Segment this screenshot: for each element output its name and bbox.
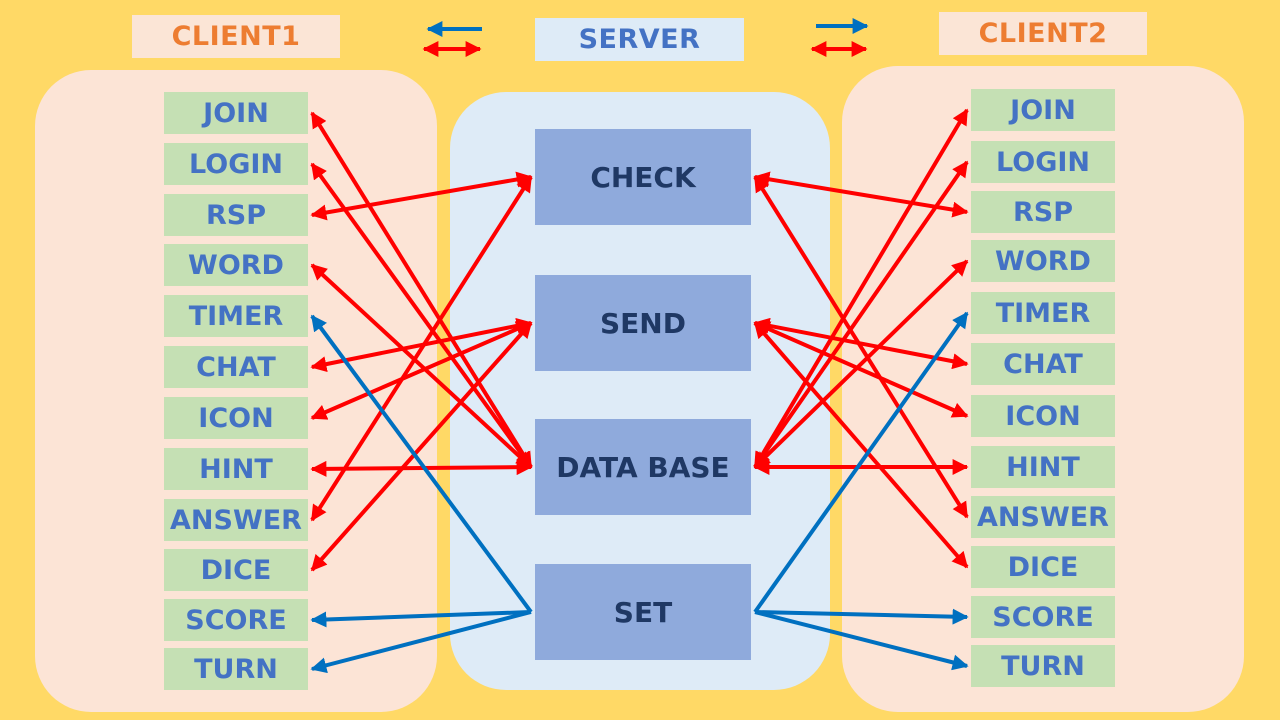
client1-item-timer: TIMER [164,295,308,337]
client1-item-answer: ANSWER [164,499,308,541]
client2-item-join: JOIN [971,89,1115,131]
client2-item-rsp: RSP [971,191,1115,233]
client2-item-score: SCORE [971,596,1115,638]
client2-item-dice: DICE [971,546,1115,588]
client1-item-turn: TURN [164,648,308,690]
client2-item-answer: ANSWER [971,496,1115,538]
client1-item-word: WORD [164,244,308,286]
client1-item-dice: DICE [164,549,308,591]
client2-title: CLIENT2 [939,12,1147,55]
client1-item-score: SCORE [164,599,308,641]
legend-right [810,18,869,57]
client2-item-word: WORD [971,240,1115,282]
server-box-set: SET [535,564,751,660]
client2-item-icon: ICON [971,395,1115,437]
client2-item-login: LOGIN [971,141,1115,183]
client1-item-join: JOIN [164,92,308,134]
client1-item-login: LOGIN [164,143,308,185]
server-box-check: CHECK [535,129,751,225]
client1-item-rsp: RSP [164,194,308,236]
server-title: SERVER [535,18,744,61]
client2-item-turn: TURN [971,645,1115,687]
client2-item-chat: CHAT [971,343,1115,385]
client2-item-timer: TIMER [971,292,1115,334]
client2-item-hint: HINT [971,446,1115,488]
legend-left [422,21,482,57]
client1-title: CLIENT1 [132,15,340,58]
client1-item-chat: CHAT [164,346,308,388]
client1-item-icon: ICON [164,397,308,439]
client1-item-hint: HINT [164,448,308,490]
server-box-send: SEND [535,275,751,371]
server-box-data-base: DATA BASE [535,419,751,515]
